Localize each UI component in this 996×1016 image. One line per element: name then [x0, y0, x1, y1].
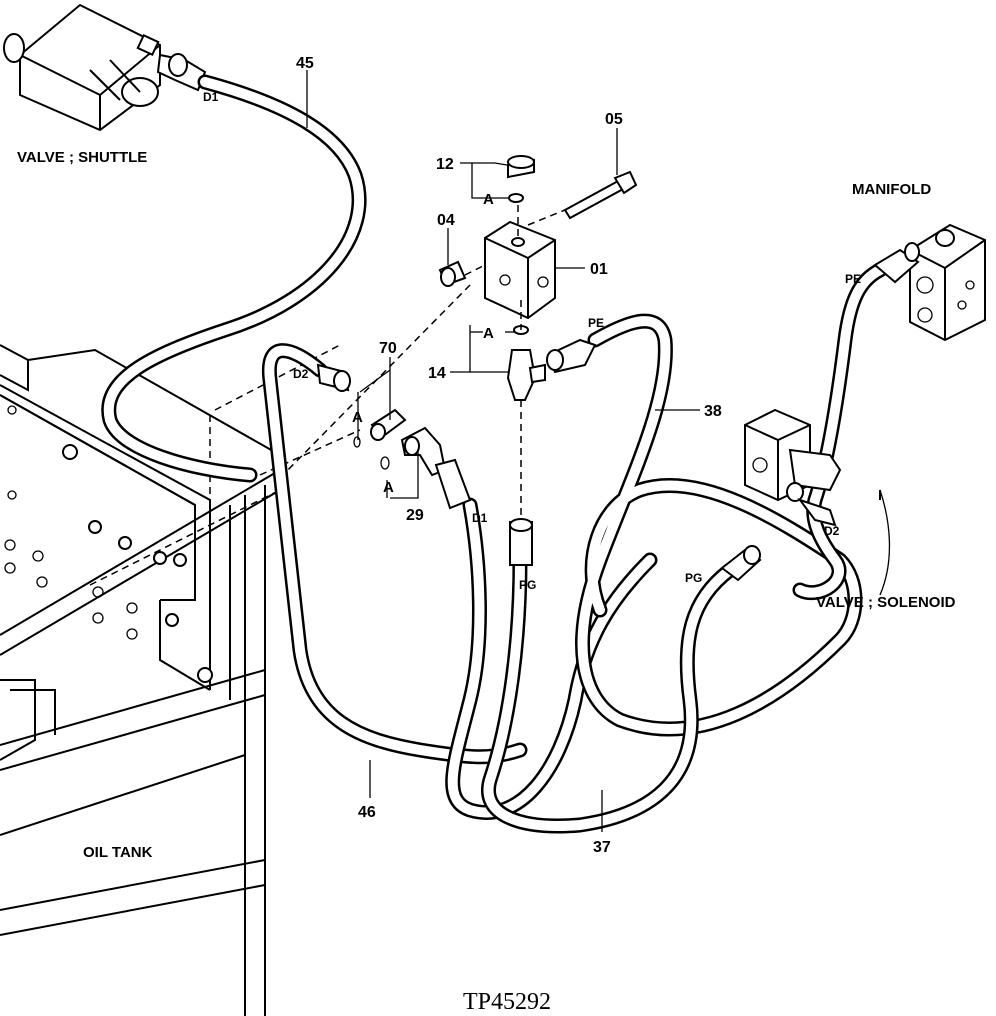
hose-37 [481, 552, 738, 834]
manifold-label: MANIFOLD [852, 181, 931, 198]
part-46: 46 [358, 804, 376, 821]
group-a-29: A [383, 479, 394, 496]
part-12: 12 [436, 156, 454, 173]
group-a-70: A [352, 409, 363, 426]
port-pg-right: PG [685, 571, 702, 585]
hose-46 [261, 343, 528, 765]
fitting-pg-right [720, 545, 762, 582]
tee-14 [506, 300, 546, 520]
bolt-05 [527, 170, 638, 226]
part-05: 05 [605, 111, 623, 128]
part-14: 14 [428, 365, 446, 382]
part-70: 70 [379, 340, 397, 357]
elbow-29 [380, 426, 472, 510]
port-pe-manifold: PE [845, 272, 861, 286]
valve-solenoid-label: VALVE ; SOLENOID [816, 594, 956, 611]
fitting-70 [353, 408, 407, 448]
port-d1-shuttle: D1 [203, 90, 219, 104]
part-29: 29 [406, 507, 424, 524]
port-d2-left: D2 [293, 367, 309, 381]
plug-12 [507, 155, 535, 238]
block-01 [484, 220, 556, 320]
hose-pe-manifold [792, 262, 888, 601]
reference-number: TP45292 [463, 989, 551, 1015]
group-a-12: A [483, 191, 494, 208]
hose-45 [101, 74, 367, 483]
shuttle-fitting-d1 [156, 53, 207, 92]
part-01: 01 [590, 261, 608, 278]
port-pe-top: PE [588, 316, 604, 330]
manifold [873, 223, 986, 342]
part-37: 37 [593, 839, 611, 856]
part-45: 45 [296, 55, 314, 72]
valve-shuttle-label: VALVE ; SHUTTLE [17, 149, 147, 166]
shuttle-valve [3, 3, 161, 132]
solenoid-valve [744, 408, 881, 527]
hose-38 [575, 313, 863, 737]
port-d2-solenoid: D2 [824, 524, 840, 538]
fitting-d2-left [316, 363, 351, 392]
group-a-14: A [483, 325, 494, 342]
hose-d1 [445, 497, 658, 820]
part-04: 04 [437, 212, 455, 229]
leader-lines [306, 70, 891, 832]
oil-tank-label: OIL TANK [83, 844, 153, 861]
sleeve-04 [438, 260, 486, 287]
part-38: 38 [704, 403, 722, 420]
port-pg-center: PG [519, 578, 536, 592]
fitting-pe [546, 338, 597, 374]
oil-tank-structure [0, 284, 471, 1016]
port-d1-hose: D1 [472, 511, 488, 525]
text-labels: VALVE ; SHUTTLE MANIFOLD VALVE ; SOLENOI… [17, 55, 956, 1015]
fitting-pg-center [509, 518, 533, 566]
